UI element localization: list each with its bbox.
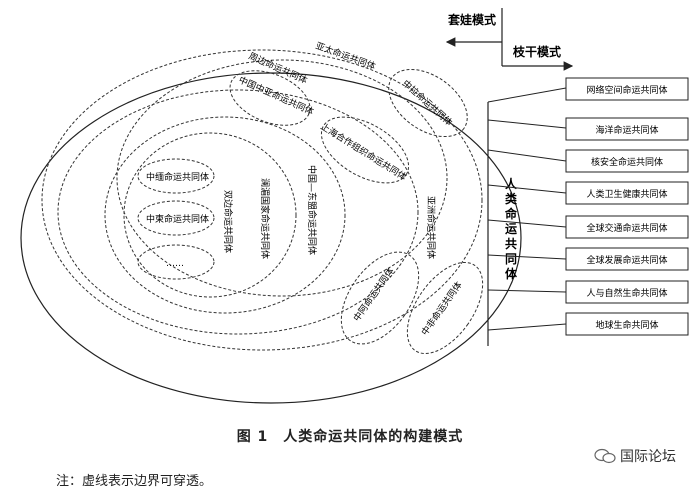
china-africa-label: 中非命运共同体	[419, 279, 465, 338]
branch-box-8	[565, 312, 689, 336]
branch-line-6	[487, 254, 567, 260]
china-cambodia-label: 中柬命运共同体	[146, 213, 209, 225]
branch-line-1	[487, 87, 567, 103]
china-myanmar-label: 中缅命运共同体	[146, 171, 209, 183]
asia-pacific-ellipse	[116, 59, 448, 297]
branch-line-7	[487, 289, 567, 293]
branch-box-label-8: 地球生命共同体	[595, 319, 658, 331]
branch-line-8	[487, 323, 567, 331]
legend: 套娃模式 枝干模式	[445, 8, 574, 71]
core-title-char-1: 人	[505, 176, 518, 191]
sco-label: 上海合作组织命运共同体	[318, 120, 408, 183]
china-arab-states-label: 中阿命运共同体	[351, 265, 397, 324]
asia-label: 亚洲命运共同体	[425, 196, 437, 259]
legend-branch-label: 枝干模式	[512, 44, 561, 59]
china-asean-ellipse	[123, 132, 297, 298]
china-cambodia-ellipse	[137, 200, 215, 236]
core-title-group: 人 类 命 运 共 同 体	[504, 176, 518, 281]
china-arab-states-ellipse	[340, 251, 420, 345]
lancang-mekong-ellipse	[104, 116, 346, 314]
core-title-char-6: 同	[505, 252, 517, 266]
branch-box-5	[565, 215, 689, 239]
bilateral-label: 双边命运共同体	[222, 190, 234, 253]
periphery-label: 周边命运共同体	[247, 50, 309, 87]
periphery-ellipse	[41, 49, 483, 351]
branch-box-label-4: 人类卫生健康共同体	[586, 188, 667, 200]
asia-ellipse	[57, 89, 419, 335]
ellipsis-label: ……	[166, 259, 184, 269]
china-africa-ellipse	[406, 261, 484, 355]
lancang-mekong-label: 澜湄国家命运共同体	[259, 178, 271, 259]
legend-nested-label: 套娃模式	[447, 12, 496, 27]
branch-box-1	[565, 77, 689, 101]
branch-line-2	[487, 119, 567, 129]
figure-caption: 图 1 人类命运共同体的构建模式	[236, 429, 464, 445]
branch-line-5	[487, 219, 567, 228]
china-myanmar-ellipse	[137, 158, 215, 194]
branch-box-label-1: 网络空间命运共同体	[586, 84, 667, 96]
figure-note: 注：虚线表示边界可穿透。	[56, 474, 213, 489]
branch-box-label-5: 全球交通命运共同体	[586, 222, 667, 234]
branch-box-label-6: 全球发展命运共同体	[586, 254, 667, 266]
core-title-char-7: 体	[505, 266, 518, 281]
branch-box-label-7: 人与自然生命共同体	[586, 287, 667, 299]
core-title-char-4: 运	[505, 222, 517, 236]
core-title-char-3: 命	[504, 206, 518, 221]
branch-box-2	[565, 117, 689, 141]
branch-box-3	[565, 149, 689, 173]
branch-box-4	[565, 181, 689, 205]
china-arab-label: 中拉命运共同体	[400, 77, 455, 128]
china-central-asia-ellipse	[229, 70, 311, 126]
watermark-text: 国际论坛	[620, 449, 676, 465]
wechat-icon	[594, 448, 616, 464]
watermark: 国际论坛	[594, 446, 676, 466]
china-arab-ellipse	[388, 68, 468, 138]
branch-box-7	[565, 280, 689, 304]
main-ellipse	[20, 72, 522, 404]
branch-box-label-3: 核安全命运共同体	[591, 156, 663, 168]
core-title-char-2: 类	[505, 191, 518, 206]
branch-box-6	[565, 247, 689, 271]
ellipsis-ellipse	[137, 244, 215, 280]
core-title-char-5: 共	[505, 236, 517, 251]
branch-boxes: 网络空间命运共同体 海洋命运共同体 核安全命运共同体 人类卫生健康共同体 全球交…	[487, 77, 689, 336]
branch-line-3	[487, 149, 567, 162]
branch-line-4	[487, 184, 567, 194]
branch-box-label-2: 海洋命运共同体	[595, 124, 658, 136]
china-asean-label: 中国—东盟命运共同体	[306, 165, 318, 255]
sco-ellipse	[320, 116, 410, 184]
